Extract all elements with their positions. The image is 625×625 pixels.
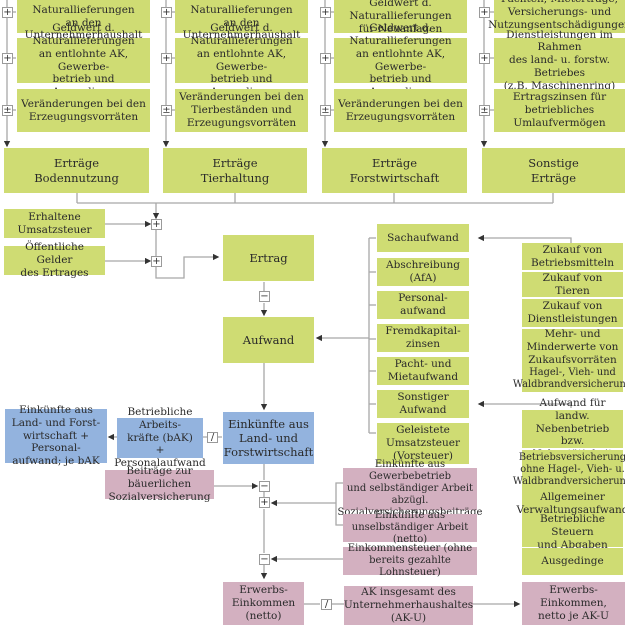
add-op-1: + [151, 219, 162, 230]
sach-detail-1: Zukauf von Betriebsmitteln [522, 243, 623, 270]
erwerbs-je-aku-box: Erwerbs- Einkommen, netto je AK-U [522, 582, 625, 625]
sonst-detail-4: Betriebliche Steuern und Abgaben [522, 513, 623, 551]
col3-op-1: + [320, 7, 331, 18]
erwerbs-einkommen-box: Erwerbs- Einkommen (netto) [223, 582, 304, 625]
col3-total: Erträge Forstwirtschaft [322, 148, 467, 193]
lower-op-1: − [259, 481, 270, 492]
sonst-detail-2: Betriebsversicherung ohne Hagel-, Vieh- … [513, 450, 625, 490]
gewerbe-box: Einkünfte aus Gewerbebetrieb und selbstä… [337, 458, 483, 519]
col1-item-3: Veränderungen bei den Erzeugungsvorräten [17, 89, 150, 132]
unselbst-box: Einkünfte aus unselbständiger Arbeit (ne… [343, 510, 477, 545]
col3-op-3: ± [320, 105, 331, 116]
erhaltene-umsatzsteuer: Erhaltene Umsatzsteuer [4, 209, 105, 238]
col2-item-3: Veränderungen bei den Tierbeständen und … [175, 89, 308, 132]
ertrag-box: Ertrag [223, 235, 314, 281]
sach-detail-5: Hagel-, Vieh- und Waldbrandversicherung [513, 365, 625, 392]
col1-op-2: + [2, 53, 13, 64]
oeffentliche-gelder: Öffentliche Gelder des Ertrages [4, 241, 105, 279]
lower-op-2: + [259, 497, 270, 508]
col4-item-3: Ertragszinsen für betriebliches Umlaufve… [494, 89, 625, 132]
col1-item-2: Geldwert d. Naturallieferungen an entloh… [17, 22, 150, 98]
col1-op-1: + [2, 7, 13, 18]
col4-op-1: + [479, 7, 490, 18]
col4-item-2: Dienstleistungen im Rahmen des land- u. … [494, 29, 625, 92]
div-op-aku: / [321, 599, 332, 610]
col4-item-1: Pachten, Mieterträge, Versicherungs- und… [488, 0, 625, 33]
sach-detail-4: Mehr- und Minderwerte von Zukaufsvorräte… [522, 328, 623, 366]
col4-op-3: ± [479, 105, 490, 116]
ak-u-box: AK insgesamt des Unternehmerhaushaltes (… [343, 586, 474, 625]
col3-item-3: Veränderungen bei den Erzeugungsvorräten [334, 89, 467, 132]
col2-total: Erträge Tierhaltung [163, 148, 307, 193]
sozialversicherung-box: Beiträge zur bäuerlichen Sozialversicher… [105, 465, 214, 503]
col4-op-2: + [479, 53, 490, 64]
aufwand-item-fremdkapital: Fremdkapital- zinsen [377, 324, 469, 352]
add-op-2: + [151, 256, 162, 267]
aufwand-item-sachaufwand: Sachaufwand [377, 224, 469, 252]
sach-detail-2: Zukauf von Tieren [522, 272, 623, 297]
col2-op-2: + [161, 53, 172, 64]
aufwand-item-afa: Abschreibung (AfA) [377, 258, 469, 286]
lower-op-3: − [259, 554, 270, 565]
col3-item-2: Geldwert d. Naturallieferungen an entloh… [334, 22, 467, 98]
ertrag-minus-op: − [259, 291, 270, 302]
col2-op-1: + [161, 7, 172, 18]
sonst-detail-1: Aufwand für landw. Nebenbetrieb bzw. Neb… [522, 397, 623, 460]
col1-op-3: ± [2, 105, 13, 116]
aufwand-item-vorsteuer: Geleistete Umsatzsteuer (Vorsteuer) [377, 423, 469, 464]
sonst-detail-3: Allgemeiner Verwaltungsaufwand [517, 489, 625, 518]
aufwand-item-sonstiger: Sonstiger Aufwand [377, 390, 469, 418]
col1-total: Erträge Bodennutzung [4, 148, 149, 193]
aufwand-box: Aufwand [223, 317, 314, 363]
einkuenfte-lf-box: Einkünfte aus Land- und Forstwirtschaft [223, 412, 314, 464]
einkommensteuer-box: Einkommensteuer (ohne bereits gezahlte L… [343, 543, 477, 578]
aufwand-item-pacht: Pacht- und Mietaufwand [377, 357, 469, 385]
col3-op-2: + [320, 53, 331, 64]
col2-item-2: Geldwert d. Naturallieferungen an entloh… [175, 22, 308, 98]
div-op-bak: / [207, 432, 218, 443]
aufwand-item-personal: Personal- aufwand [377, 291, 469, 319]
col2-op-3: ± [161, 105, 172, 116]
col3-item-1: Geldwert d. Naturallieferungen für Neuan… [334, 0, 467, 35]
col4-total: Sonstige Erträge [482, 148, 625, 193]
einkuenfte-je-bak-box: Einkünfte aus Land- und Forst- wirtschaf… [5, 404, 107, 467]
sach-detail-3: Zukauf von Dienstleistungen [522, 299, 623, 327]
sonst-detail-5: Ausgedinge [522, 548, 623, 575]
betriebliche-ak-box: Betriebliche Arbeits- kräfte (bAK) + Per… [114, 406, 206, 470]
